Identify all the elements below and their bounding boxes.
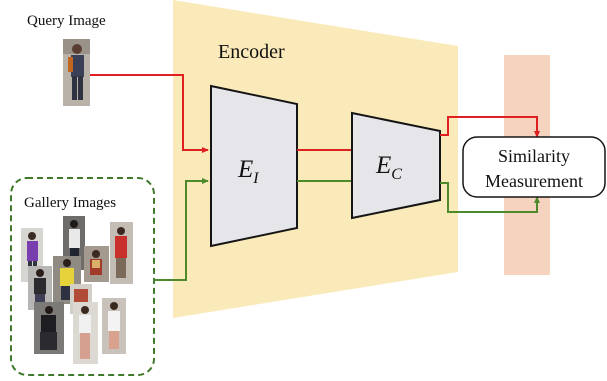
similarity-label-line1: Similarity (498, 146, 570, 166)
query-image-label: Query Image (27, 13, 106, 29)
similarity-label-line2: Measurement (485, 171, 583, 191)
gallery-images-collage (21, 216, 133, 364)
similarity-measurement-box (462, 136, 606, 198)
gallery-to-image-encoder-arrow (154, 178, 209, 281)
gallery-frame (10, 177, 155, 376)
gallery-to-similarity-arrow (440, 182, 540, 213)
common-encoder-symbol: E (375, 152, 391, 179)
image-encoder-label: EI (237, 156, 259, 187)
common-encoder-block (351, 111, 441, 220)
image-encoder-symbol: E (237, 156, 253, 183)
query-image-icon (63, 39, 90, 106)
query-to-similarity-arrow (440, 116, 540, 138)
image-encoder-subscript: I (252, 170, 259, 187)
query-to-image-encoder-arrow (90, 74, 209, 153)
common-encoder-label: EC (375, 152, 402, 183)
gallery-images-label: Gallery Images (24, 195, 116, 211)
encoder-label: Encoder (218, 41, 285, 63)
image-encoder-block (210, 84, 298, 248)
common-encoder-subscript: C (391, 166, 402, 183)
